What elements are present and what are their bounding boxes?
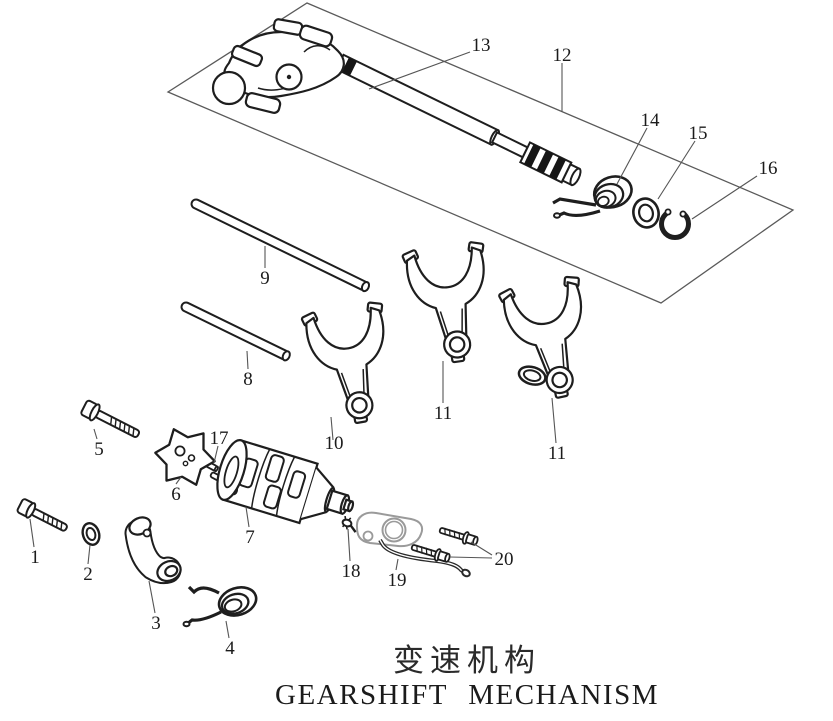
shift-drum-7: [216, 438, 355, 525]
callout-label-19: 19: [388, 570, 407, 591]
callout-label-13: 13: [472, 35, 491, 56]
washer-2: [81, 522, 101, 546]
callout-label-9: 9: [260, 268, 270, 289]
small-bolt-20b: [410, 544, 451, 563]
gearshift-spindle-shaft: [335, 53, 582, 187]
fork-clip-loop: [517, 365, 547, 386]
callout-label-5: 5: [94, 439, 104, 460]
flange-bolt-1: [16, 498, 68, 532]
fork-guide-rod-short: [180, 301, 291, 362]
callout-label-16: 16: [759, 158, 778, 179]
callout-label-11b: 11: [548, 443, 566, 464]
callout-label-17: 17: [210, 428, 229, 449]
callout-label-15: 15: [689, 123, 708, 144]
callout-label-3: 3: [151, 613, 161, 634]
callout-label-10: 10: [325, 433, 344, 454]
assembly-outline-box: [166, 2, 795, 304]
gearshift-arm-assembly: [211, 18, 345, 114]
circlip-16: [659, 204, 691, 240]
lever-spring-4: [182, 585, 258, 628]
callout-labels: 13 12 14 15 16 9 8 10 11 11 5 17 6 7 1 2…: [30, 35, 777, 659]
stopper-pin-18: [341, 515, 357, 533]
flange-bolt-5: [80, 399, 141, 438]
shift-fork-10: [300, 301, 385, 425]
leader-lines: [29, 51, 758, 639]
positioning-plate-19: [355, 511, 471, 578]
arm-ball-end: [211, 70, 247, 106]
diagram-title-english: GEARSHIFT MECHANISM: [275, 679, 659, 711]
callout-label-8: 8: [243, 369, 253, 390]
washer-15: [632, 197, 660, 229]
shift-fork-11-right: [498, 275, 583, 399]
shift-fork-11-middle: [401, 241, 485, 364]
shift-lever-3: [124, 516, 182, 585]
callout-label-18: 18: [342, 561, 361, 582]
callout-label-2: 2: [83, 564, 93, 585]
callout-label-4: 4: [225, 638, 235, 659]
callout-label-12: 12: [553, 45, 572, 66]
small-bolt-20a: [438, 527, 479, 546]
diagram-title-chinese: 变速机构: [393, 643, 541, 678]
diagram-title: 变速机构 GEARSHIFT MECHANISM: [275, 643, 659, 711]
callout-label-1: 1: [30, 547, 40, 568]
callout-label-7: 7: [245, 527, 255, 548]
star-cam-6: [154, 428, 216, 486]
callout-label-20: 20: [495, 549, 514, 570]
callout-label-11a: 11: [434, 403, 452, 424]
return-spring: [552, 175, 633, 219]
callout-label-14: 14: [641, 110, 661, 131]
callout-label-6: 6: [171, 484, 181, 505]
fork-guide-rod-long: [190, 198, 371, 293]
